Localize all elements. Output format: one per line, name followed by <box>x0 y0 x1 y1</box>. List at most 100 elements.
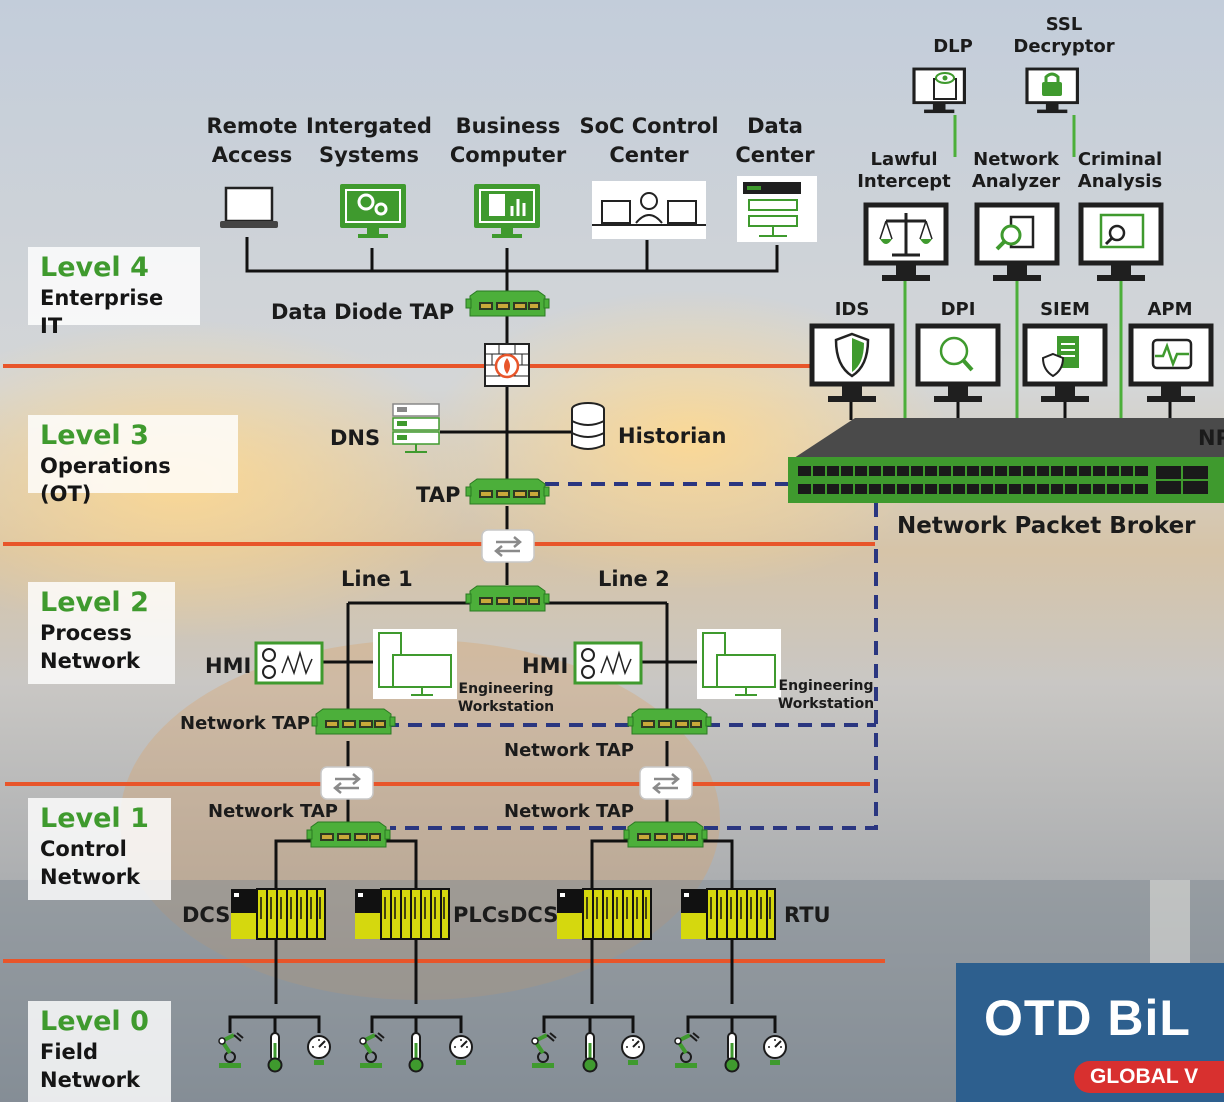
network-tap-l1-right-label: Network TAP <box>504 801 634 822</box>
dcs-label-1: DCS <box>182 903 231 927</box>
dcs-label-2: DCS <box>510 903 559 927</box>
thermometer-icon-4 <box>724 1032 740 1073</box>
shield-icon <box>812 326 892 402</box>
switch-icon <box>480 528 536 564</box>
shield-document-icon <box>1025 326 1105 402</box>
packet-broker-device <box>788 418 1224 503</box>
robot-arm-icon-3 <box>530 1031 558 1070</box>
pressure-gauge-icon-4 <box>763 1035 787 1066</box>
data-center-label: Data Center <box>735 114 815 167</box>
ssl-decryptor-label: SSL Decryptor <box>1013 14 1115 57</box>
line-2-label: Line 2 <box>598 567 670 591</box>
thermometer-icon <box>267 1032 283 1073</box>
control-room-icon <box>592 181 706 239</box>
level-desc: Operations (OT) <box>40 454 171 506</box>
level-4-box: Level 4 Enterprise IT <box>28 247 200 338</box>
switch-l1-left-icon <box>319 765 375 801</box>
mirror-links <box>385 482 878 830</box>
network-tap-l2-left-label: Network TAP <box>180 713 310 734</box>
rtu-controller-icon <box>680 888 776 940</box>
level-title: Level 4 <box>40 252 149 283</box>
ids-label: IDS <box>834 299 870 320</box>
dlp-label: DLP <box>933 36 973 57</box>
npb-cut-label: NP <box>1198 426 1224 450</box>
network-tap-l1-left-icon <box>306 821 391 848</box>
dcs-controller-icon <box>230 888 326 940</box>
lawful-intercept-label: Lawful Intercept <box>857 149 951 192</box>
level-desc: Enterprise IT <box>40 286 164 338</box>
network-links <box>228 237 779 1033</box>
level-2-box: Level 2 Process Network <box>28 582 175 684</box>
network-analyzer-label: Network Analyzer <box>971 149 1061 192</box>
network-tap-l2-left-icon <box>311 708 396 735</box>
engineering-workstation-label-2: Engineering Workstation <box>777 678 875 712</box>
level-title: Level 0 <box>40 1006 149 1037</box>
dcs-controller-icon-2 <box>556 888 652 940</box>
dpi-magnifier-icon <box>918 326 998 402</box>
database-icon <box>571 402 605 450</box>
dpi-label: DPI <box>940 299 976 320</box>
level-0-box: Level 0 Field Network <box>28 1001 171 1102</box>
tool-stands <box>849 388 1172 445</box>
workstation-icon <box>373 629 457 699</box>
server-rack-icon <box>737 176 817 242</box>
level-1-box: Level 1 Control Network <box>28 798 171 900</box>
document-search-icon <box>977 205 1057 281</box>
network-tap-l2-right-label: Network TAP <box>504 740 634 761</box>
plc-controller-icon <box>354 888 450 940</box>
soc-control-center-label: SoC Control Center <box>579 114 719 167</box>
heartbeat-icon <box>1131 326 1211 402</box>
historian-label: Historian <box>618 424 727 448</box>
line-1-label: Line 1 <box>341 567 413 591</box>
dns-label: DNS <box>330 426 381 450</box>
robot-arm-icon-2 <box>358 1031 386 1070</box>
hmi-label-2: HMI <box>522 654 569 678</box>
pressure-gauge-icon <box>307 1035 331 1066</box>
gears-monitor-icon <box>339 183 407 239</box>
laptop-icon <box>220 186 278 228</box>
tap-label: TAP <box>416 483 461 507</box>
level-title: Level 3 <box>40 420 149 451</box>
data-diode-tap-icon <box>465 290 550 317</box>
network-packet-broker-label: Network Packet Broker <box>897 513 1196 539</box>
data-diode-tap-label: Data Diode TAP <box>271 300 455 324</box>
browser-search-icon <box>1081 205 1161 281</box>
criminal-analysis-label: Criminal Analysis <box>1077 149 1163 192</box>
logo-tagline: GLOBAL V <box>1090 1065 1199 1088</box>
remote-access-label: Remote Access <box>206 114 298 167</box>
hmi-gauge-icon <box>254 641 324 685</box>
eye-document-icon <box>912 67 966 115</box>
plcs-label: PLCs <box>453 903 510 927</box>
tool-links <box>903 115 1123 420</box>
rtu-label: RTU <box>784 903 831 927</box>
level-title: Level 1 <box>40 803 149 834</box>
hmi-label-1: HMI <box>205 654 252 678</box>
scales-icon <box>866 205 946 281</box>
level-title: Level 2 <box>40 587 149 618</box>
level-desc: Process Network <box>40 621 141 673</box>
dns-server-icon <box>392 403 440 453</box>
thermometer-icon-2 <box>408 1032 424 1073</box>
company-logo: OTD BiL GLOBAL V <box>956 963 1224 1102</box>
level-desc: Control Network <box>40 837 141 889</box>
logo-name: OTD BiL <box>984 990 1191 1046</box>
level-desc: Field Network <box>40 1040 141 1092</box>
robot-arm-icon-4 <box>673 1031 701 1070</box>
level-3-box: Level 3 Operations (OT) <box>28 415 238 506</box>
firewall-icon <box>484 343 530 387</box>
business-computer-label: Business Computer <box>449 114 567 167</box>
level-separators <box>3 364 885 963</box>
apm-label: APM <box>1147 299 1193 320</box>
network-tap-l1-right-icon <box>623 821 708 848</box>
hmi-gauge-icon-2 <box>573 641 643 685</box>
workstation-icon-2 <box>697 629 781 699</box>
logo-tag-pill <box>1074 1061 1224 1093</box>
document-chart-monitor-icon <box>473 183 541 239</box>
engineering-workstation-label-1: Engineering Workstation <box>457 681 555 715</box>
switch-l1-right-icon <box>638 765 694 801</box>
lock-icon <box>1025 67 1079 115</box>
thermometer-icon-3 <box>582 1032 598 1073</box>
pressure-gauge-icon-2 <box>449 1035 473 1066</box>
siem-label: SIEM <box>1040 299 1090 320</box>
network-tap-l2-right-icon <box>627 708 712 735</box>
